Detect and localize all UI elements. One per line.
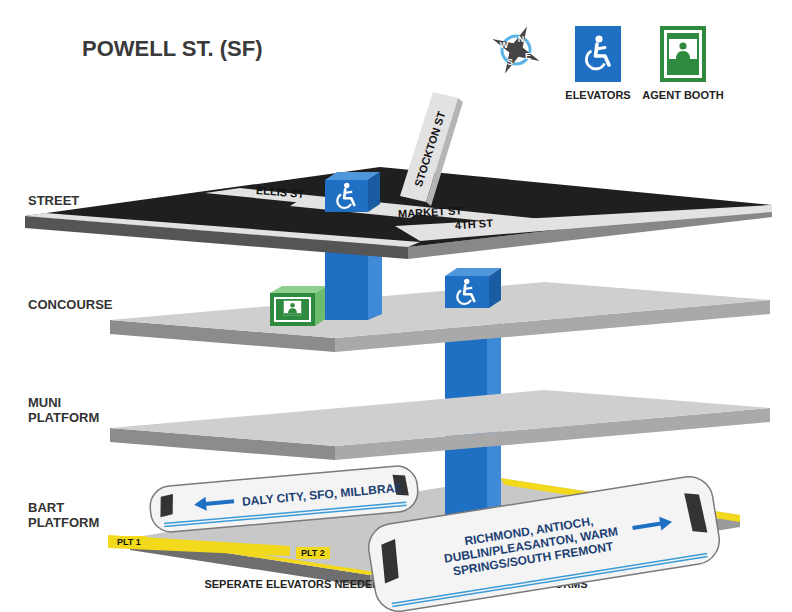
train-window bbox=[378, 539, 401, 583]
agent-booth-legend-icon bbox=[660, 26, 706, 82]
legend-text: ELEVATORS bbox=[565, 89, 630, 101]
compass-letter: N bbox=[518, 34, 525, 44]
elevator-legend-icon bbox=[575, 26, 621, 82]
compass-letter: E bbox=[525, 51, 531, 61]
platform-number: PLT 1 bbox=[117, 537, 141, 547]
platform-number: PLT 2 bbox=[301, 548, 325, 558]
compass-letter: W bbox=[500, 40, 509, 50]
street-slab bbox=[25, 167, 772, 259]
train-window bbox=[684, 491, 707, 535]
stockton-street bbox=[400, 92, 463, 206]
level-label: MUNI PLATFORM bbox=[28, 396, 108, 426]
compass bbox=[481, 15, 550, 84]
street-name: 4TH ST bbox=[455, 217, 494, 232]
direction-arrow bbox=[194, 497, 207, 512]
train-stripe bbox=[392, 554, 707, 604]
level-label: CONCOURSE bbox=[28, 298, 113, 313]
title: POWELL ST. (SF) bbox=[82, 36, 262, 62]
direction-arrow bbox=[633, 523, 665, 528]
train-window bbox=[392, 473, 408, 496]
elevator-icon bbox=[445, 268, 501, 308]
legend-text: AGENT BOOTH bbox=[642, 89, 723, 101]
concourse-slab bbox=[110, 282, 770, 352]
platform-tag: PLT 2 bbox=[296, 547, 330, 559]
train-shell bbox=[365, 473, 722, 612]
compass-letter: S bbox=[507, 57, 513, 67]
level-label: STREET bbox=[28, 194, 79, 209]
train-shell bbox=[149, 464, 420, 533]
direction-arrow bbox=[659, 515, 673, 531]
platform-tag: PLT 1 bbox=[112, 536, 146, 548]
train-window bbox=[159, 494, 175, 517]
direction-arrow bbox=[202, 501, 234, 504]
level-label: BART PLATFORM bbox=[28, 501, 108, 531]
agent-booth-icon bbox=[270, 286, 327, 326]
train-stripe bbox=[164, 505, 406, 526]
muni-platform-slab bbox=[110, 390, 770, 460]
elevator-icon bbox=[325, 172, 380, 212]
train-stripe bbox=[392, 557, 707, 607]
